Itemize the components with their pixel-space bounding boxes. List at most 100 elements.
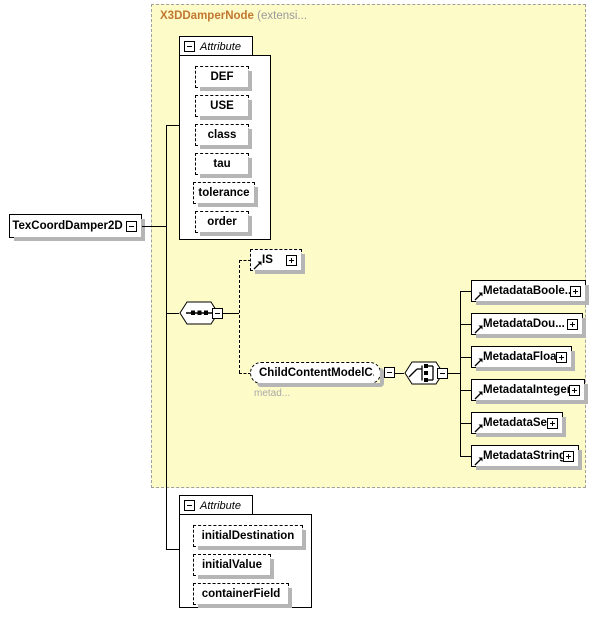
attribute-item-label: tolerance xyxy=(198,187,250,199)
metadata-option-box[interactable]: MetadataString xyxy=(471,445,582,470)
box-shadow xyxy=(476,334,586,338)
attribute-item-label: tau xyxy=(213,158,231,170)
reference-arrow-icon xyxy=(474,358,483,367)
metadata-option-expander-icon[interactable] xyxy=(570,286,581,297)
box-shadow xyxy=(198,203,258,207)
metadata-option-label: MetadataFloat xyxy=(483,351,561,363)
connector-branch-dashed xyxy=(239,260,240,373)
attribute-item[interactable]: containerField xyxy=(193,583,292,608)
root-element-expander-icon[interactable] xyxy=(126,221,137,232)
own-attribute-group: Attribute initialDestination initialValu… xyxy=(179,495,312,608)
metadata-option-label: MetadataBoole... xyxy=(483,285,575,297)
metadata-option-expander-icon[interactable] xyxy=(547,418,558,429)
metadata-option-box[interactable]: MetadataFloat xyxy=(471,346,575,371)
connector-line-dashed xyxy=(239,373,251,374)
attribute-item[interactable]: DEF xyxy=(195,66,252,91)
box-shadow xyxy=(270,559,274,579)
connector-line xyxy=(142,226,166,227)
attribute-item[interactable]: USE xyxy=(195,95,252,120)
root-element-box[interactable]: TexCoordDamper2D xyxy=(9,214,145,241)
metadata-option-box[interactable]: MetadataDou... xyxy=(471,313,586,338)
metadata-option-label: MetadataInteger xyxy=(483,384,572,396)
box-shadow xyxy=(582,318,586,338)
choice-connector[interactable] xyxy=(404,361,444,386)
attribute-group-label: Attribute xyxy=(200,40,241,53)
box-shadow xyxy=(248,71,252,91)
reference-arrow-icon xyxy=(474,424,483,433)
metadata-option-box[interactable]: MetadataSet xyxy=(471,412,566,437)
box-shadow xyxy=(200,116,252,120)
extension-type-subtitle: (extensi... xyxy=(257,10,308,22)
reference-arrow-icon xyxy=(474,292,483,301)
child-content-model-box[interactable]: ChildContentModelC... xyxy=(250,362,384,387)
box-shadow xyxy=(200,174,252,178)
inherited-attribute-group: Attribute DEF USE class tau tolerance xyxy=(179,36,271,240)
box-shadow xyxy=(248,216,252,236)
attribute-group-expander-icon[interactable] xyxy=(184,500,195,511)
box-shadow xyxy=(476,433,566,437)
box-shadow xyxy=(255,270,305,274)
attribute-item[interactable]: order xyxy=(195,211,252,236)
box-shadow xyxy=(584,384,588,404)
choice-connector-expander-icon[interactable] xyxy=(437,368,448,379)
reference-arrow-icon xyxy=(474,391,483,400)
child-content-model-caption: metad... xyxy=(254,388,291,399)
box-shadow xyxy=(200,87,252,91)
extension-type-name: X3DDamperNode xyxy=(160,10,254,22)
connector-line xyxy=(166,549,179,550)
metadata-option-label: MetadataDou... xyxy=(483,318,565,330)
attribute-item-label: DEF xyxy=(210,71,234,83)
box-shadow xyxy=(198,575,274,579)
reference-arrow-icon xyxy=(474,325,483,334)
attribute-item[interactable]: initialDestination xyxy=(193,525,306,550)
box-shadow xyxy=(257,383,384,387)
connector-trunk xyxy=(166,125,167,549)
box-shadow xyxy=(141,219,145,241)
metadata-option-label: MetadataString xyxy=(483,450,567,462)
connector-line xyxy=(223,313,239,314)
attribute-item[interactable]: initialValue xyxy=(193,554,274,579)
sequence-connector-expander-icon[interactable] xyxy=(212,308,223,319)
metadata-option-box[interactable]: MetadataInteger xyxy=(471,379,588,404)
connector-line xyxy=(460,390,471,391)
attribute-item-label: order xyxy=(207,216,237,228)
connector-line xyxy=(166,313,179,314)
attribute-group-tab[interactable]: Attribute xyxy=(179,495,253,515)
attribute-item-label: class xyxy=(207,129,237,141)
metadata-option-expander-icon[interactable] xyxy=(563,451,574,462)
metadata-option-expander-icon[interactable] xyxy=(556,352,567,363)
connector-line xyxy=(460,357,471,358)
box-shadow xyxy=(14,237,145,241)
box-shadow xyxy=(198,546,306,550)
is-node-label: IS xyxy=(262,254,273,266)
attribute-item-label: USE xyxy=(210,100,234,112)
connector-line-dashed xyxy=(239,260,251,261)
reference-arrow-icon xyxy=(253,261,262,270)
connector-line xyxy=(460,456,471,457)
box-shadow xyxy=(301,254,305,274)
reference-arrow-icon xyxy=(474,457,483,466)
attribute-item[interactable]: class xyxy=(195,124,252,149)
attribute-item[interactable]: tolerance xyxy=(193,182,258,207)
box-shadow xyxy=(200,232,252,236)
extension-region-title: X3DDamperNode (extensi... xyxy=(160,10,307,22)
attribute-item-label: initialValue xyxy=(201,559,263,571)
attribute-group-tab[interactable]: Attribute xyxy=(179,36,253,56)
connector-line xyxy=(460,324,471,325)
is-node-expander-icon[interactable] xyxy=(286,255,297,266)
attribute-item[interactable]: tau xyxy=(195,153,252,178)
box-shadow xyxy=(476,367,575,371)
attribute-group-expander-icon[interactable] xyxy=(184,41,195,52)
box-shadow xyxy=(248,158,252,178)
metadata-option-expander-icon[interactable] xyxy=(569,385,580,396)
metadata-option-expander-icon[interactable] xyxy=(567,319,578,330)
child-content-model-expander-icon[interactable] xyxy=(384,367,395,378)
sequence-connector[interactable] xyxy=(179,301,219,326)
box-shadow xyxy=(571,351,575,371)
box-shadow xyxy=(476,400,588,404)
is-node-box[interactable]: IS xyxy=(250,249,305,274)
root-element-label: TexCoordDamper2D xyxy=(12,220,123,232)
metadata-option-box[interactable]: MetadataBoole... xyxy=(471,280,589,305)
box-shadow xyxy=(476,301,589,305)
attribute-item-label: containerField xyxy=(201,588,281,600)
